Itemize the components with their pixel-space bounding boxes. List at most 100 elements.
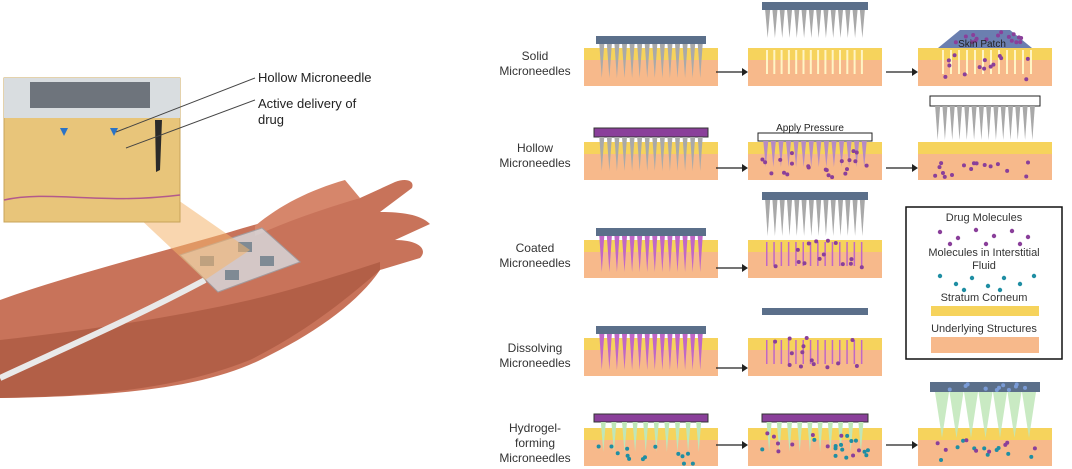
row-label-solid-2: Microneedles: [499, 64, 570, 78]
hydrogel-p2-fluid-dot: [833, 444, 838, 449]
hollow-p1-needle: [644, 137, 650, 171]
hollow-p3-drug-dot: [988, 164, 993, 169]
hydrogel-p1-fluid-dot: [640, 457, 645, 462]
legend-drug-dot: [991, 233, 997, 239]
solid-p2-needle: [808, 10, 814, 38]
hollow-p3-drug-dot: [933, 173, 938, 178]
solid-p3-patchdrug-dot: [1009, 38, 1014, 43]
hollow-p2-drug-dot: [843, 171, 848, 176]
hollow-p3-drug-dot: [974, 161, 979, 166]
hydrogel-p1-needle: [696, 422, 702, 452]
legend-interstitial-1: Molecules in Interstitial: [928, 247, 1039, 259]
hydrogel-p2-drug-dot: [810, 433, 815, 438]
hydrogel-p3-drug-dot: [1032, 446, 1037, 451]
solid-p3-patchdrug-dot: [973, 38, 978, 43]
hollow-p1-needle: [652, 137, 658, 171]
hydrogel-p1-fluid-dot: [681, 461, 686, 466]
hollow-p2-drug-dot: [778, 157, 783, 162]
hydrogel-p1-stratum: [584, 428, 718, 440]
hollow-p3-drug-dot: [949, 173, 954, 178]
hollow-p3-needle: [949, 106, 955, 140]
dissolving-p2-drug-dot: [789, 351, 794, 356]
row-label-solid-1: Solid: [522, 49, 549, 63]
hollow-p1-needle: [622, 137, 627, 171]
hollow-p3-needle: [1008, 106, 1013, 140]
row-hollow: [584, 95, 1052, 180]
legend-drug-dots: [937, 227, 1031, 247]
coated-p2-needle: [808, 200, 814, 236]
solid-p3-patchdrug-dot: [996, 33, 1001, 38]
hollow-p1-needle: [637, 137, 643, 171]
hollow-p2-drug-dot: [854, 150, 859, 155]
solid-arrow-1-head: [742, 68, 748, 76]
solid-p2-pore: [824, 50, 827, 74]
hollow-p2-needle: [816, 141, 822, 167]
legend-fluid-dot: [1001, 275, 1007, 281]
solid-p2-pore: [846, 50, 849, 74]
dissolving-p2-track: [846, 340, 848, 364]
inset-needle: [155, 120, 162, 172]
coated-p2-needle: [816, 200, 822, 236]
coated-p2-drug-dot: [821, 252, 826, 257]
solid-p2-needle: [794, 10, 800, 38]
hollow-p2-drug-dot: [847, 158, 852, 163]
hollow-p2-needle: [831, 141, 837, 167]
hollow-p2-drug-dot: [789, 161, 794, 166]
hollow-p2-needle: [801, 141, 807, 167]
hand-illustration: Hollow Microneedle Active delivery of dr…: [0, 0, 470, 469]
hydrogel-p3-drug-dot: [964, 438, 969, 443]
solid-p1-needle: [697, 44, 703, 78]
row-label-hydrogel-3: Microneedles: [499, 451, 570, 465]
hollow-p3-needle: [942, 106, 948, 140]
hydrogel-p3-backdots-dot: [1014, 382, 1019, 387]
solid-p1-needle: [599, 44, 605, 78]
hollow-p1-needle: [697, 137, 703, 171]
solid-p3-drug-dot: [947, 63, 952, 68]
coated-p2-drug-dot: [840, 262, 845, 267]
dissolving-p2-drug-dot: [787, 336, 792, 341]
solid-p3-patchdrug-dot: [1014, 40, 1019, 45]
dissolving-p1-needle: [667, 334, 673, 370]
dissolving-arrow-1-head: [742, 364, 748, 372]
hollow-p3-stratum: [918, 142, 1052, 154]
hollow-p3-needle: [1000, 106, 1006, 140]
inset-drop-1: [60, 128, 68, 136]
dissolving-p1-needle: [599, 334, 605, 370]
coated-arrow-1-head: [742, 264, 748, 272]
hydrogel-p3-fluid-dot: [961, 438, 966, 443]
coated-p2-needle: [779, 200, 785, 236]
legend-stratum-swatch: [931, 306, 1039, 316]
solid-p3-pore: [958, 50, 960, 74]
coated-p2-needle: [859, 200, 865, 236]
coated-p2-needle: [830, 200, 836, 236]
solid-p3-patchdrug-dot: [1018, 40, 1023, 45]
coated-p2-drug-dot: [825, 238, 830, 243]
solid-p1-needle: [675, 44, 680, 78]
hydrogel-p1-fluid-dot: [690, 461, 695, 466]
hydrogel-p1-fluid-dot: [627, 456, 632, 461]
hydrogel-p3-backdots-dot: [947, 387, 952, 392]
dissolving-p2-track: [773, 340, 775, 364]
solid-p2-underlying: [748, 60, 882, 86]
hollow-p2-drug-dot: [839, 159, 844, 164]
solid-p2-pore: [853, 50, 856, 74]
coated-p2-drug-dot: [795, 247, 800, 252]
hollow-p2-drug-dot: [830, 175, 835, 180]
hydrogel-p2-needle: [797, 422, 803, 452]
solid-p3-patchdrug-dot: [1011, 32, 1016, 37]
coated-p2-backing: [762, 192, 868, 200]
solid-p1-needle: [667, 44, 673, 78]
label-active-delivery-2: drug: [258, 112, 284, 127]
solid-p3-underlying: [918, 60, 1052, 86]
solid-p1-needle: [614, 44, 620, 78]
solid-p3-drug-dot: [962, 72, 967, 77]
solid-p2-needle: [852, 10, 858, 38]
solid-p2-pore: [787, 50, 790, 74]
legend-underlying: Underlying Structures: [931, 323, 1037, 335]
coated-p2-track: [766, 242, 768, 266]
hydrogel-p3-swollen-needle: [1007, 392, 1022, 438]
coated-p1-needle: [644, 236, 650, 272]
dissolving-p2-track: [780, 340, 783, 364]
coated-p2-track: [780, 242, 783, 266]
